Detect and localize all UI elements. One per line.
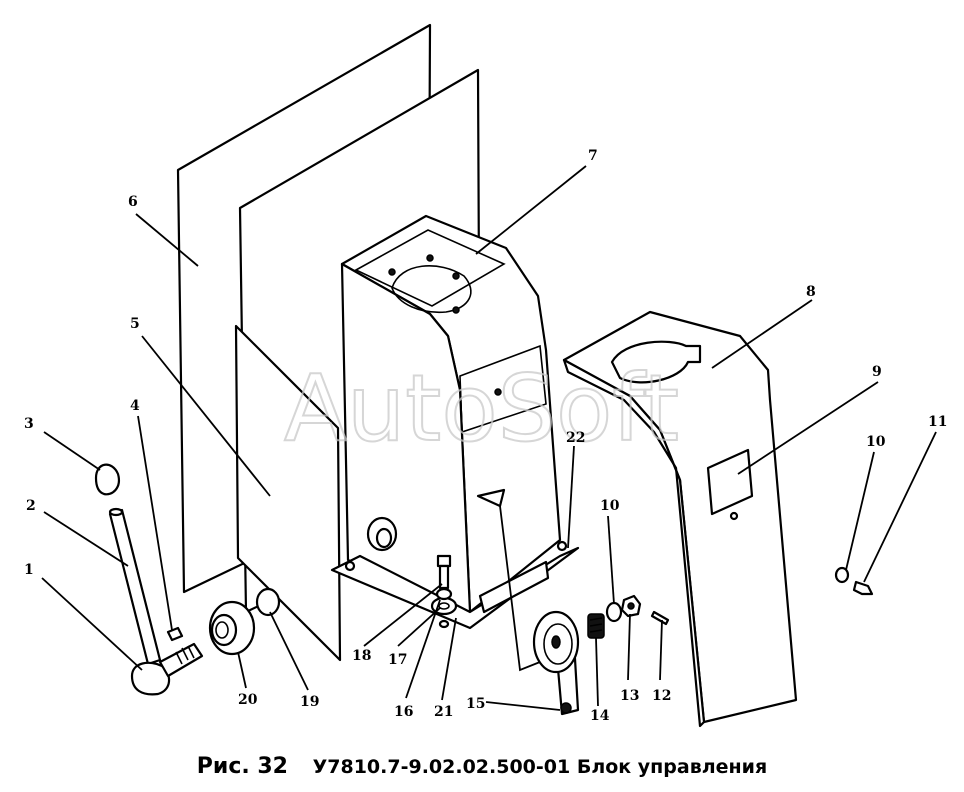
- callout-5: 5: [130, 316, 140, 332]
- part-19-panel-hole: [255, 587, 281, 617]
- part-20-bushing-bore: [215, 621, 229, 639]
- callout-10-center: 10: [600, 498, 620, 514]
- watermark-text: AutoSoft: [284, 355, 679, 462]
- callout-6: 6: [128, 194, 138, 210]
- callout-11: 11: [928, 414, 947, 430]
- cover-hole: [729, 511, 739, 521]
- leader-8: [711, 299, 813, 369]
- part-8-cover-cutout: [610, 340, 702, 384]
- base-bracket: [478, 560, 550, 614]
- callout-2: 2: [26, 498, 36, 514]
- leader-9: [737, 381, 879, 475]
- leader-14: [595, 637, 599, 707]
- part-1-shaft-thread: [175, 645, 195, 665]
- top-screw-a: [388, 268, 396, 276]
- figure-title: У7810.7-9.02.02.500-01 Блок управления: [312, 756, 768, 778]
- callout-14: 14: [590, 708, 610, 724]
- callout-9: 9: [872, 364, 882, 380]
- leader-11: [863, 431, 937, 583]
- part-1-lever-base: [130, 661, 171, 696]
- part-7-base-plate: [330, 546, 580, 630]
- leader-5: [141, 335, 271, 497]
- leader-12: [659, 619, 663, 681]
- part-10-washer: [605, 601, 623, 623]
- callout-12: 12: [652, 688, 671, 704]
- part-2-lever-top: [108, 507, 124, 517]
- top-screw-b: [452, 272, 460, 280]
- front-panel: [234, 324, 342, 662]
- leader-21: [441, 617, 457, 701]
- callout-15: 15: [466, 696, 485, 712]
- base-hole-right: [556, 540, 568, 552]
- callout-7: 7: [588, 148, 598, 164]
- bracket-hole: [494, 388, 502, 396]
- callout-17: 17: [388, 652, 407, 668]
- part-15-disk-hub: [551, 635, 561, 649]
- callout-4: 4: [130, 398, 140, 414]
- callout-21: 21: [434, 704, 453, 720]
- leader-15: [485, 701, 561, 711]
- leader-6: [135, 213, 199, 267]
- callout-1: 1: [24, 562, 34, 578]
- callout-19: 19: [300, 694, 319, 710]
- housing-side-boss-inner: [375, 527, 393, 549]
- part-12-pin: [650, 610, 670, 626]
- part-1-shaft: [158, 642, 204, 678]
- leader-17: [397, 607, 441, 647]
- part-13-nut-bore: [627, 602, 635, 610]
- leader-19: [269, 611, 309, 691]
- part-9-label-plate: [706, 448, 754, 516]
- leader-4: [137, 415, 173, 631]
- part-14-spring-coils: [589, 617, 603, 633]
- leader-16: [405, 599, 441, 699]
- callout-13: 13: [620, 688, 639, 704]
- part-17-washer-bore: [438, 602, 450, 610]
- callout-16: 16: [394, 704, 413, 720]
- part-7-top-cutout: [391, 265, 472, 314]
- figure-number: Рис. 32: [196, 754, 288, 779]
- leader-13: [627, 613, 631, 681]
- callout-8: 8: [806, 284, 816, 300]
- leader-22: [567, 445, 575, 549]
- part-15-disk-rim: [543, 623, 573, 665]
- callout-18: 18: [352, 648, 371, 664]
- part-7-top-opening: [354, 229, 506, 307]
- top-screw-c: [452, 306, 460, 314]
- part-10-right-washer: [834, 566, 850, 584]
- part-11-screw: [852, 580, 874, 596]
- leader-18: [363, 583, 443, 647]
- leader-2: [43, 511, 129, 567]
- callout-3: 3: [24, 416, 34, 432]
- leader-1: [41, 577, 143, 671]
- callout-22: 22: [566, 430, 585, 446]
- leader-10-center: [607, 515, 615, 605]
- part-7-inner-bracket: [459, 344, 547, 434]
- base-hole-front: [438, 619, 450, 629]
- callout-10-right: 10: [866, 434, 886, 450]
- part-20-bushing-face: [210, 613, 238, 647]
- part-18-bolt-head: [436, 554, 452, 568]
- part-15-arm-pin: [560, 702, 572, 714]
- part-16-washer: [435, 587, 453, 601]
- part-4-key: [166, 626, 184, 642]
- part-3-knob: [94, 463, 120, 496]
- part-2-lever-rod: [108, 508, 162, 666]
- assembly-arrow: [476, 488, 506, 508]
- leader-3: [43, 431, 101, 471]
- arrow-to-disk: [499, 505, 541, 672]
- leader-7: [475, 165, 587, 255]
- top-screw-d: [426, 254, 434, 262]
- callout-20: 20: [238, 692, 258, 708]
- base-hole-left: [344, 560, 356, 572]
- part-8-cover-front-face: [562, 358, 706, 728]
- leader-10-right: [845, 451, 875, 571]
- figure-caption: Рис. 32 У7810.7-9.02.02.500-01 Блок упра…: [0, 754, 964, 779]
- leader-20: [237, 651, 247, 689]
